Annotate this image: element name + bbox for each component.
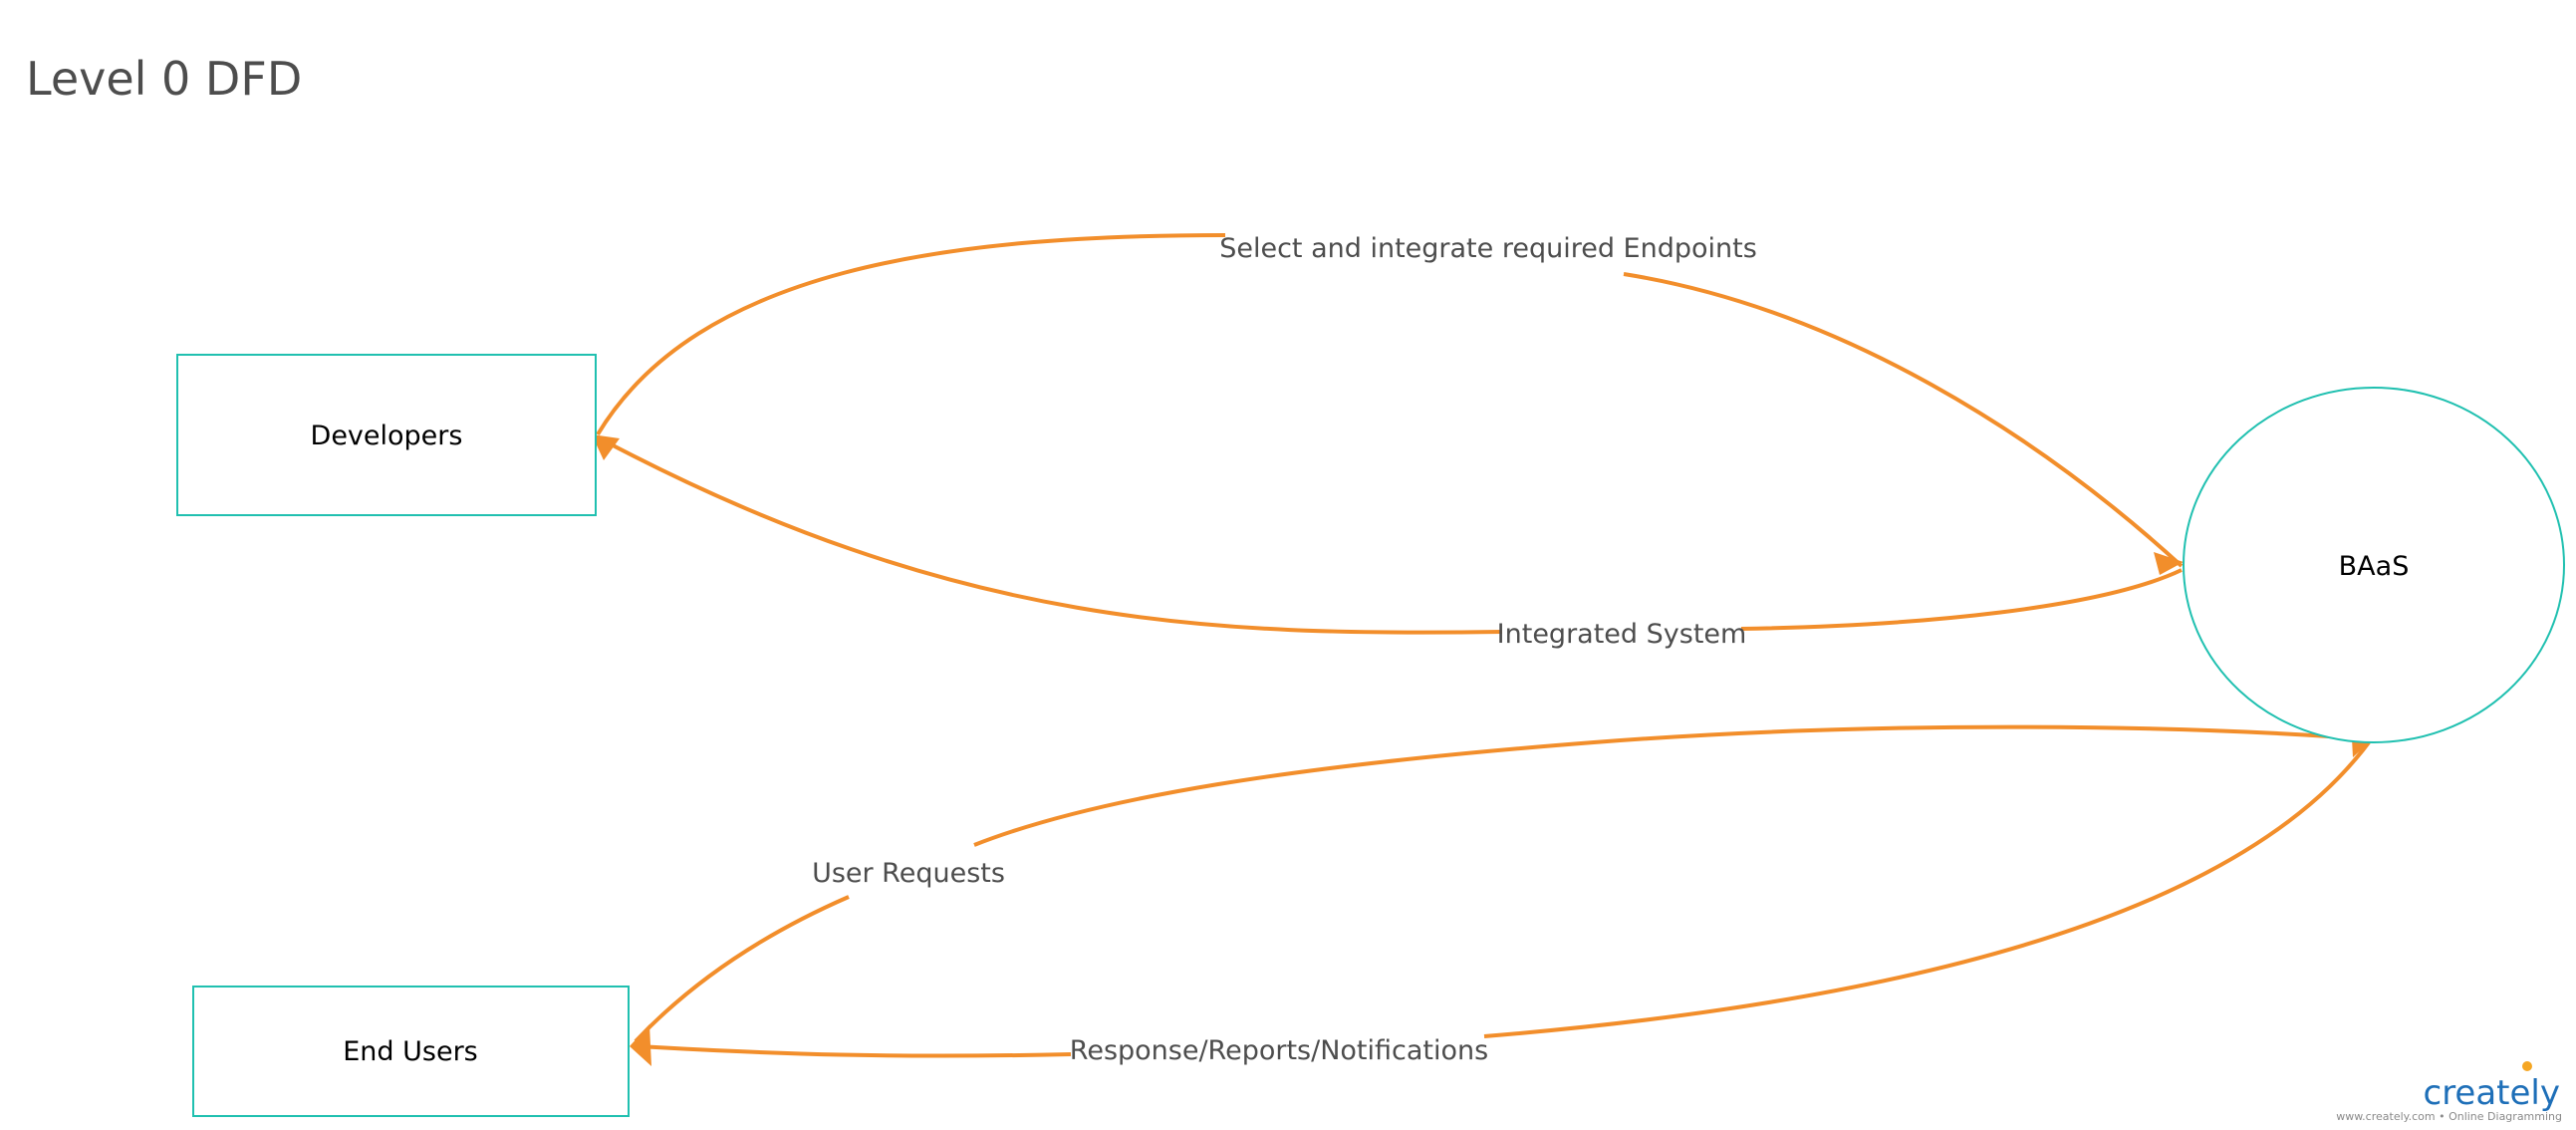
flow-select-integrate[interactable]: [596, 233, 2184, 575]
flow-line-integrated-system: [599, 436, 2183, 635]
flow-label-response: Response/Reports/Notifications: [1070, 1035, 1488, 1066]
end-users-label: End Users: [343, 1036, 478, 1067]
flow-label-select-integrate: Select and integrate required Endpoints: [1219, 233, 1757, 264]
arrowhead-end-users: [630, 1024, 651, 1066]
node-baas[interactable]: BAaS: [2183, 387, 2565, 743]
lightbulb-icon: [2522, 1061, 2532, 1071]
flow-label-integrated-system: Integrated System: [1497, 619, 1747, 650]
creately-logo-text: creately: [2424, 1073, 2561, 1113]
flow-label-user-requests: User Requests: [812, 858, 1005, 889]
baas-label: BAaS: [2339, 551, 2410, 582]
end-users-box: [192, 986, 630, 1117]
flow-integrated-system[interactable]: [592, 434, 2183, 635]
arrowhead-baas-top: [2154, 552, 2184, 575]
creately-tagline: www.creately.com • Online Diagramming: [2336, 1110, 2562, 1123]
flow-line-select-integrate: [596, 233, 2184, 568]
developers-label: Developers: [311, 421, 463, 451]
baas-circle: [2183, 387, 2565, 743]
node-end-users[interactable]: End Users: [192, 986, 630, 1117]
creately-logo[interactable]: creately www.creately.com • Online Diagr…: [2336, 1061, 2562, 1123]
arrowhead-developers: [592, 434, 620, 460]
flow-line-user-requests: [634, 724, 2372, 1043]
diagram-title: Level 0 DFD: [26, 52, 302, 106]
developers-box: [176, 354, 597, 516]
node-developers[interactable]: Developers: [176, 354, 597, 516]
flow-line-response: [637, 740, 2371, 1058]
flow-response[interactable]: [630, 740, 2371, 1066]
